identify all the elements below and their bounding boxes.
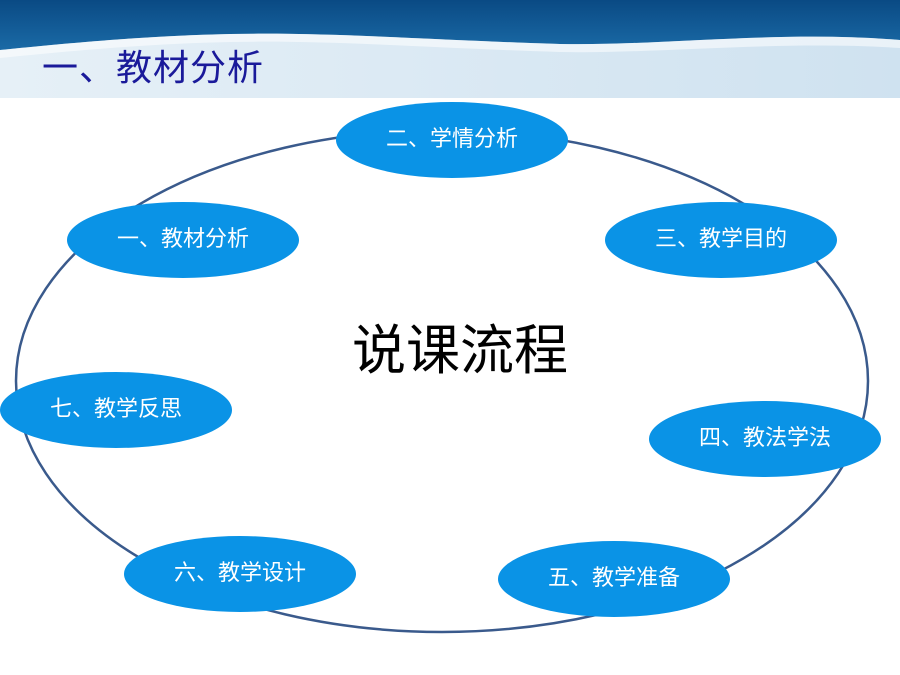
node-learner-analysis[interactable] — [336, 102, 568, 178]
node-textbook-analysis[interactable] — [67, 202, 299, 278]
node-teaching-objectives[interactable] — [605, 202, 837, 278]
node-teaching-preparation[interactable] — [498, 541, 730, 617]
header-band — [0, 0, 900, 98]
page-title: 一、教材分析 — [42, 48, 265, 89]
node-teaching-reflection[interactable] — [0, 372, 232, 448]
node-teaching-design[interactable] — [124, 536, 356, 612]
node-teaching-methods[interactable] — [649, 401, 881, 477]
center-title: 说课流程 — [352, 319, 568, 382]
